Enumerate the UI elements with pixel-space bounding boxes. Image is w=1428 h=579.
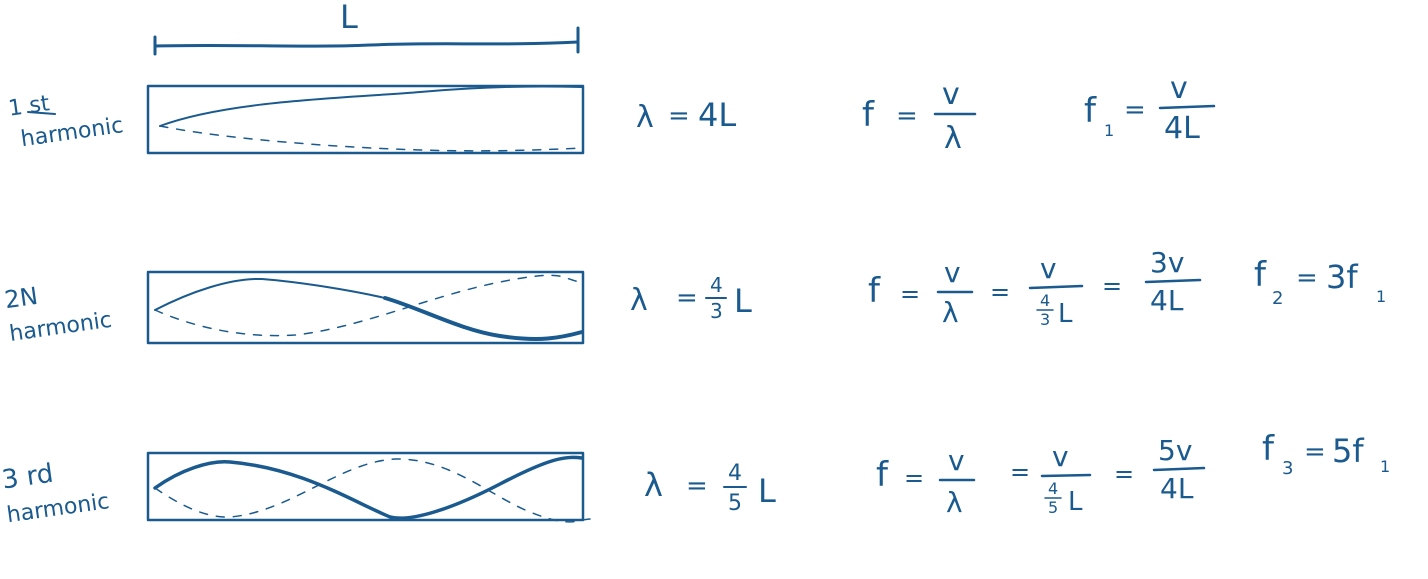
row1-eq: = <box>668 101 690 131</box>
row2-den2-tail: L <box>1058 299 1073 329</box>
row2-wave-dashed <box>154 274 583 337</box>
row1-f1-sub: 1 <box>1104 121 1114 140</box>
row3-f3-sub: 3 <box>1282 458 1293 479</box>
row2-f-den: λ <box>942 296 959 329</box>
row3-label-line1: 3 rd <box>0 459 55 496</box>
row2-lambda: λ <box>630 283 648 318</box>
row3-eq2: = <box>1010 458 1030 486</box>
row3-eq3: = <box>1114 460 1134 488</box>
row3-tube <box>146 451 585 522</box>
row2-f2-rhs: 3f <box>1326 258 1358 296</box>
row3-fn-formula: f 3 = 5f 1 <box>1262 429 1390 479</box>
row1-f1: f <box>1084 91 1097 131</box>
row2-num3: 3v <box>1150 246 1184 279</box>
row3-frac-tail: L <box>758 472 776 510</box>
row3-f-num: v <box>948 444 965 477</box>
row2-frac-num: 4 <box>710 273 723 297</box>
row2-freq-formula: f = v λ = v 4 3 L = 3v 4L <box>868 246 1202 329</box>
row2-eq3: = <box>1102 272 1122 300</box>
row1-wavelength-value: 4L <box>698 96 736 134</box>
row-2nd-harmonic: 2N harmonic λ = 4 3 L f = v λ = v 4 3 <box>3 246 1386 347</box>
row1-wave-dashed <box>159 125 583 152</box>
row2-f-eq: = <box>900 280 920 308</box>
row3-freq-formula: f = v λ = v 4 5 L = 5v 4L <box>876 434 1206 519</box>
row3-f3-rhs: 5f <box>1332 432 1364 470</box>
row3-lambda: λ <box>644 466 663 504</box>
row2-tube <box>146 270 585 345</box>
row2-wave-solid-b <box>383 296 584 341</box>
row2-wave-solid-a <box>154 277 386 311</box>
row2-fn-formula: f 2 = 3f 1 <box>1254 255 1386 309</box>
row2-wavelength: λ = 4 3 L <box>630 273 752 323</box>
row-1st-harmonic: 1 st harmonic λ = 4L f = v λ f 1 = v 4L <box>7 71 1216 156</box>
row1-f-den: λ <box>944 121 962 156</box>
row3-label: 3 rd harmonic <box>0 459 111 529</box>
row2-frac-den: 3 <box>710 299 723 323</box>
row3-f: f <box>876 455 889 495</box>
row1-f1-den: 4L <box>1164 111 1200 146</box>
row3-f-den: λ <box>946 486 963 519</box>
row3-f-eq: = <box>904 464 924 492</box>
row3-bar3 <box>1152 466 1206 472</box>
length-bracket: L <box>153 0 580 56</box>
length-label: L <box>340 0 358 36</box>
row1-f1-bar <box>1158 104 1216 110</box>
row3-bar2 <box>1040 473 1092 478</box>
row1-fn-formula: f 1 = v 4L <box>1084 71 1216 146</box>
row3-f3-rhs-sub: 1 <box>1380 457 1390 476</box>
row1-label-line2: harmonic <box>19 113 125 152</box>
row1-label: 1 st harmonic <box>7 91 125 152</box>
row1-tube <box>146 84 585 155</box>
row3-wavelength: λ = 4 5 L <box>644 461 776 516</box>
row2-f2: f <box>1254 255 1267 295</box>
row1-f: f <box>862 95 875 135</box>
row1-label-underline <box>27 111 56 115</box>
row3-wave-solid <box>153 455 584 520</box>
row2-eq: = <box>676 283 698 313</box>
row2-eq2: = <box>990 278 1010 306</box>
row1-lambda: λ <box>636 100 654 135</box>
row1-f-eq: = <box>896 101 918 131</box>
length-line <box>153 40 580 48</box>
row1-f-num: v <box>942 77 960 112</box>
row3-den2-tail: L <box>1068 487 1083 517</box>
row3-num2: v <box>1052 440 1069 473</box>
row2-f2-eq: = <box>1296 263 1318 293</box>
row1-f1-eq: = <box>1124 95 1146 125</box>
row3-label-line2: harmonic <box>5 489 111 528</box>
row-3rd-harmonic: 3 rd harmonic λ = 4 5 L f = v λ = v 4 5 … <box>0 429 1390 528</box>
row3-frac-den: 5 <box>728 491 742 516</box>
row2-den3: 4L <box>1150 284 1184 317</box>
row2-den2-num: 4 <box>1040 291 1050 310</box>
row3-frac-num: 4 <box>728 461 742 486</box>
row1-wavelength: λ = 4L <box>636 96 736 135</box>
row2-num2: v <box>1040 252 1057 285</box>
row3-den2-den: 5 <box>1048 498 1058 517</box>
row1-label-line1: 1 st <box>7 91 52 122</box>
row2-label-line1: 2N <box>3 282 40 314</box>
row3-f3-eq: = <box>1304 437 1326 467</box>
row2-bar3 <box>1144 278 1202 284</box>
row1-wave-solid <box>159 85 583 127</box>
row2-den2-den: 3 <box>1040 310 1050 329</box>
row3-eq: = <box>686 471 708 501</box>
row2-bar2 <box>1028 284 1084 290</box>
row1-freq-formula: f = v λ <box>862 77 977 156</box>
row3-den3: 4L <box>1160 472 1194 505</box>
row2-f2-sub: 2 <box>1272 288 1283 309</box>
row2-f: f <box>868 271 881 311</box>
row3-num3: 5v <box>1158 434 1192 467</box>
row3-den2-num: 4 <box>1048 479 1058 498</box>
row2-f-num: v <box>944 256 961 289</box>
row2-frac-tail: L <box>734 282 752 320</box>
row3-f3: f <box>1262 429 1275 469</box>
row3-wave-dashed <box>154 458 591 523</box>
row2-f2-rhs-sub: 1 <box>1376 287 1386 306</box>
row2-label-line2: harmonic <box>8 308 114 347</box>
row2-label: 2N harmonic <box>3 282 114 347</box>
row1-f1-num: v <box>1170 71 1188 106</box>
